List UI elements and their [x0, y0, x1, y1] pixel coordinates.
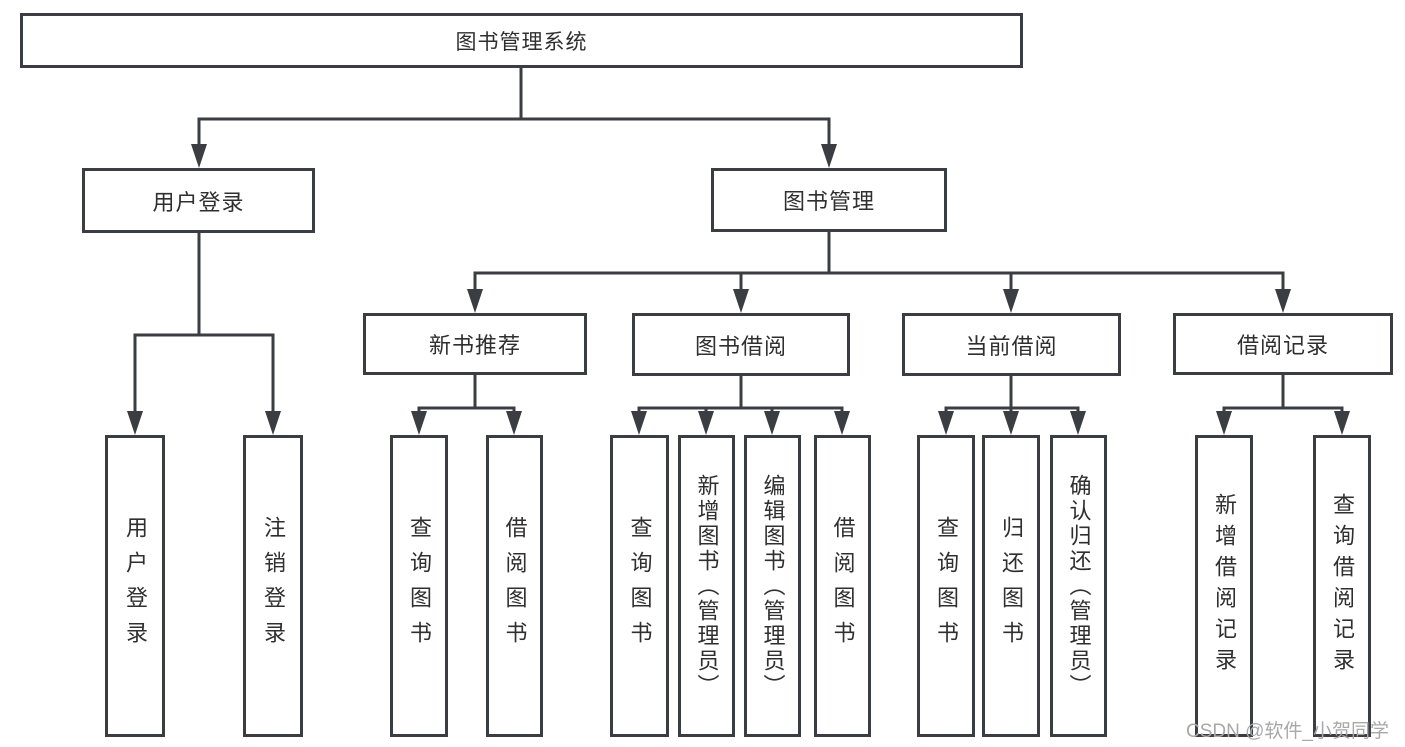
- node-new-book-recommend: 新书推荐: [363, 313, 587, 375]
- leaf-label: 用户登录: [123, 516, 148, 656]
- arrowhead: [821, 144, 837, 168]
- node-book-management: 图书管理: [711, 168, 947, 232]
- leaf-label: 确认归还（管理员）: [1066, 473, 1092, 699]
- arrowhead: [265, 411, 281, 435]
- arrowhead: [506, 411, 522, 435]
- arrowhead: [938, 411, 954, 435]
- leaf-borrow-edit-books-admin: 编辑图书（管理员）: [744, 435, 801, 737]
- leaf-current-query-books: 查询图书: [917, 435, 975, 737]
- leaf-label: 查询图书: [627, 516, 653, 656]
- leaf-current-return-books: 归还图书: [982, 435, 1040, 737]
- leaf-label: 查询借阅记录: [1330, 493, 1355, 679]
- leaf-label: 新增图书（管理员）: [694, 473, 720, 699]
- arrowhead: [733, 289, 749, 313]
- leaf-label: 归还图书: [999, 516, 1024, 656]
- arrowhead: [1003, 411, 1019, 435]
- arrowhead: [127, 411, 143, 435]
- node-label: 图书管理: [782, 189, 875, 214]
- leaf-records-query-record: 查询借阅记录: [1313, 435, 1371, 737]
- node-current-borrowing: 当前借阅: [902, 313, 1121, 376]
- arrowhead: [1216, 411, 1232, 435]
- leaf-label: 注销登录: [261, 516, 286, 656]
- arrowhead: [764, 411, 780, 435]
- arrowhead: [1334, 411, 1350, 435]
- node-label: 图书管理系统: [455, 30, 588, 54]
- arrowhead: [631, 411, 647, 435]
- arrowhead: [834, 411, 850, 435]
- leaf-label: 新增借阅记录: [1212, 493, 1237, 679]
- leaf-label: 编辑图书（管理员）: [760, 473, 786, 699]
- node-user-login-branch: 用户登录: [82, 168, 315, 233]
- leaf-borrow-borrow-books: 借阅图书: [814, 435, 871, 737]
- arrowhead: [1275, 289, 1291, 313]
- leaf-label: 查询图书: [407, 516, 432, 656]
- node-label: 新书推荐: [428, 333, 521, 358]
- node-label: 用户登录: [152, 189, 245, 215]
- arrowhead: [698, 411, 714, 435]
- leaf-label: 借阅图书: [502, 516, 528, 656]
- leaf-label: 借阅图书: [830, 516, 856, 656]
- arrowhead: [191, 144, 207, 168]
- node-label: 图书借阅: [694, 333, 787, 359]
- leaf-user-login: 用户登录: [105, 435, 165, 737]
- arrowhead: [1070, 411, 1086, 435]
- leaf-logout: 注销登录: [243, 435, 303, 737]
- arrowhead: [411, 411, 427, 435]
- arrowhead: [467, 289, 483, 313]
- node-label: 当前借阅: [965, 333, 1058, 359]
- arrowhead: [1003, 289, 1019, 313]
- leaf-newbook-borrow-books: 借阅图书: [486, 435, 543, 737]
- leaf-borrow-add-books-admin: 新增图书（管理员）: [678, 435, 735, 737]
- node-library-management-system: 图书管理系统: [20, 13, 1023, 68]
- node-book-borrowing: 图书借阅: [632, 313, 850, 376]
- node-label: 借阅记录: [1236, 333, 1329, 358]
- leaf-records-add-record: 新增借阅记录: [1195, 435, 1253, 737]
- leaf-borrow-query-books: 查询图书: [610, 435, 669, 737]
- leaf-newbook-query-books: 查询图书: [390, 435, 448, 737]
- leaf-label: 查询图书: [934, 516, 959, 656]
- node-borrowing-records: 借阅记录: [1173, 313, 1393, 375]
- leaf-current-confirm-return-admin: 确认归还（管理员）: [1050, 435, 1107, 737]
- csdn-watermark: CSDN @软件_小贺同学: [1186, 721, 1389, 742]
